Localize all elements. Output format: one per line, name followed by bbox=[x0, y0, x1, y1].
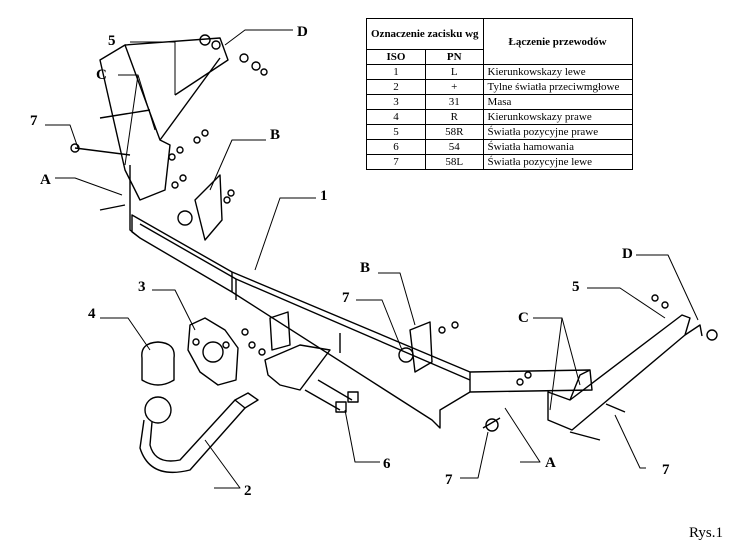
label-7-right: 7 bbox=[662, 462, 670, 478]
cell-iso: 5 bbox=[366, 124, 426, 140]
cell-desc: Kierunkowskazy lewe bbox=[482, 64, 633, 80]
cell-pn: + bbox=[424, 79, 484, 95]
table-row: 3 31 Masa bbox=[366, 94, 633, 110]
label-3: 3 bbox=[138, 279, 146, 295]
cell-desc: Tylne światła przeciwmgłowe bbox=[482, 79, 633, 95]
table-row: 4 R Kierunkowskazy prawe bbox=[366, 109, 633, 125]
label-7-left: 7 bbox=[30, 113, 38, 129]
figure-caption: Rys.1 bbox=[689, 525, 723, 541]
cell-iso: 6 bbox=[366, 139, 426, 155]
bracket-b-middle bbox=[398, 321, 433, 373]
label-5-right: 5 bbox=[572, 279, 580, 295]
label-d-right: D bbox=[622, 246, 633, 262]
cell-desc: Światła hamowania bbox=[482, 139, 633, 155]
label-d-top: D bbox=[297, 24, 308, 40]
header-connection: Łączenie przewodów bbox=[482, 18, 633, 65]
nuts-washers bbox=[168, 34, 718, 386]
cell-iso: 7 bbox=[366, 154, 426, 170]
cell-iso: 2 bbox=[366, 79, 426, 95]
table-row: 2 + Tylne światła przeciwmgłowe bbox=[366, 79, 633, 95]
tow-ball-neck bbox=[139, 392, 259, 474]
label-b-mid: B bbox=[360, 260, 370, 276]
bolts-7 bbox=[70, 109, 626, 441]
label-7-bottom: 7 bbox=[445, 472, 453, 488]
cell-pn: R bbox=[424, 109, 484, 125]
label-4: 4 bbox=[88, 306, 96, 322]
cell-pn: 31 bbox=[424, 94, 484, 110]
cell-desc: Światła pozycyjne lewe bbox=[482, 154, 633, 170]
cell-pn: L bbox=[424, 64, 484, 80]
table-row: 6 54 Światła hamowania bbox=[366, 139, 633, 155]
header-clamp: Oznaczenie zacisku wg bbox=[366, 18, 484, 50]
table-row: 7 58L Światła pozycyjne lewe bbox=[366, 154, 633, 170]
bolts-6 bbox=[304, 379, 359, 413]
table-row: 5 58R Światła pozycyjne prawe bbox=[366, 124, 633, 140]
label-c-right: C bbox=[518, 310, 529, 326]
cell-desc: Kierunkowskazy prawe bbox=[482, 109, 633, 125]
wiring-table: Oznaczenie zacisku wg Łączenie przewodów… bbox=[366, 18, 633, 170]
hitch-mount-plate bbox=[264, 311, 331, 391]
cell-pn: 58R bbox=[424, 124, 484, 140]
leader-lines bbox=[45, 29, 699, 489]
cell-desc: Światła pozycyjne prawe bbox=[482, 124, 633, 140]
cell-iso: 3 bbox=[366, 94, 426, 110]
label-2: 2 bbox=[244, 483, 252, 499]
cell-desc: Masa bbox=[482, 94, 633, 110]
label-c-top: C bbox=[96, 67, 107, 83]
cell-iso: 4 bbox=[366, 109, 426, 125]
right-side-bracket bbox=[547, 314, 703, 431]
socket-plate bbox=[187, 317, 239, 386]
bracket-b-upper bbox=[177, 174, 223, 241]
cell-iso: 1 bbox=[366, 64, 426, 80]
label-a-bottom: A bbox=[545, 455, 556, 471]
label-6: 6 bbox=[383, 456, 391, 472]
label-1: 1 bbox=[320, 188, 328, 204]
cell-pn: 58L bbox=[424, 154, 484, 170]
table-row: 1 L Kierunkowskazy lewe bbox=[366, 64, 633, 80]
tow-ball-cap bbox=[141, 341, 175, 386]
cell-pn: 54 bbox=[424, 139, 484, 155]
label-a-left: A bbox=[40, 172, 51, 188]
label-7-mid: 7 bbox=[342, 290, 350, 306]
label-b-top: B bbox=[270, 127, 280, 143]
col-iso: ISO bbox=[366, 49, 426, 65]
label-5-top: 5 bbox=[108, 33, 116, 49]
col-pn: PN bbox=[424, 49, 484, 65]
left-side-bracket bbox=[99, 37, 229, 239]
